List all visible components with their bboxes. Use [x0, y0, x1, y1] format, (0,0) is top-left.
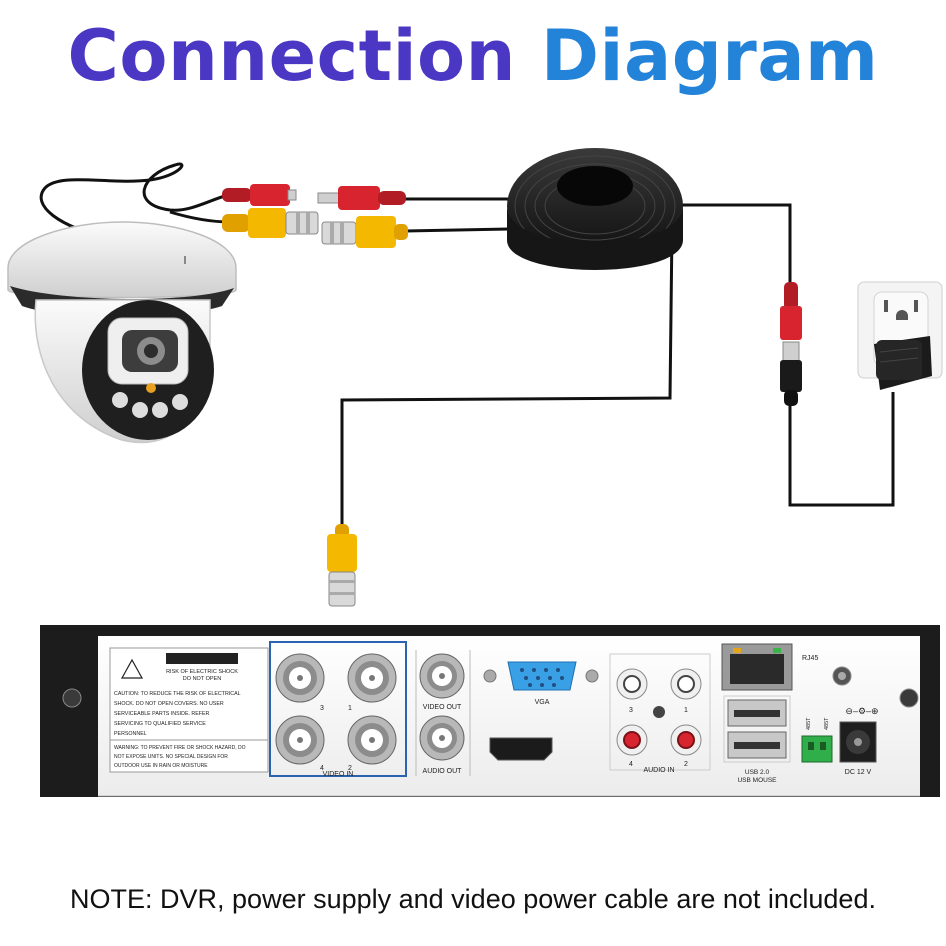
caution-text-3: SERVICEABLE PARTS INSIDE. REFER — [114, 711, 210, 717]
video-out-label: VIDEO OUT — [423, 704, 462, 711]
audio-in-ch3-label: 3 — [629, 707, 633, 714]
caution-label: CAUTION RISK OF ELECTRIC SHOCK DO NOT OP… — [109, 647, 269, 773]
title-word-2: Diagram — [540, 15, 879, 97]
caution-sub2: DO NOT OPEN — [183, 676, 221, 682]
vga-port — [507, 661, 577, 691]
caution-heading: CAUTION — [184, 655, 220, 664]
usb-label: USB 2.0 — [745, 769, 770, 776]
title-word-1: Connection — [67, 15, 516, 97]
power-run-to-adapter — [675, 203, 792, 282]
adapter-return-wire — [788, 392, 895, 507]
cable-reel — [507, 148, 683, 270]
dvr-bnc-plug — [327, 524, 357, 607]
audio-out-label: AUDIO OUT — [423, 768, 463, 775]
caution-text-1: CAUTION: TO REDUCE THE RISK OF ELECTRICA… — [114, 691, 241, 697]
video-run-to-dvr — [340, 227, 674, 532]
audio-out-port — [419, 715, 465, 761]
rs485-terminal — [801, 735, 833, 763]
video-in-ch3-label: 3 — [320, 705, 324, 712]
power-plug-red — [780, 282, 802, 340]
warning-text-2: NOT EXPOSE UNITS. NO SPECIAL DESIGN FOR — [114, 754, 228, 760]
video-in-ch4-label: 4 — [320, 765, 324, 772]
audio-in-ch4-label: 4 — [629, 761, 633, 768]
camera-bnc-plug — [222, 208, 319, 238]
audio-in-ch2-label: 2 — [684, 761, 688, 768]
panel-screw-right — [899, 688, 919, 708]
reel-video-lead — [404, 227, 511, 233]
rj45-port — [721, 643, 793, 691]
cable-wires — [39, 162, 895, 532]
rj45-label: RJ45 — [802, 655, 818, 662]
video-in-port-1 — [347, 653, 397, 703]
video-in-group: 3 1 4 2 VIDEO IN — [269, 641, 407, 778]
caution-sub1: RISK OF ELECTRIC SHOCK — [166, 669, 238, 675]
usb-port-bottom — [727, 731, 787, 759]
usb-port-top — [727, 699, 787, 727]
video-in-label: VIDEO IN — [323, 771, 354, 778]
dc-label: DC 12 V — [845, 769, 872, 776]
cable-bnc-plug — [321, 216, 408, 248]
dome-camera — [7, 221, 237, 444]
power-plug-black — [780, 341, 802, 406]
disclaimer-note: NOTE: DVR, power supply and video power … — [70, 884, 876, 914]
caution-text-2: SHOCK. DO NOT OPEN COVERS. NO USER — [114, 701, 224, 707]
camera-power-plug — [222, 184, 297, 206]
cable-power-jack — [317, 186, 406, 210]
panel-screw-left — [62, 688, 82, 708]
warning-text-1: WARNING: TO PREVENT FIRE OR SHOCK HAZARD… — [114, 745, 246, 751]
dvr-back-panel: CAUTION RISK OF ELECTRIC SHOCK DO NOT OP… — [40, 625, 940, 797]
video-in-port-3 — [275, 653, 325, 703]
camera-pigtail-cable — [39, 162, 226, 240]
hdmi-port — [489, 737, 553, 761]
video-in-port-4 — [275, 715, 325, 765]
usb-mouse-label: USB MOUSE — [737, 777, 777, 784]
rs485-label-a: 485T — [806, 717, 812, 730]
power-adapter — [874, 336, 932, 390]
video-out-port — [419, 653, 465, 699]
dc-power-jack — [839, 721, 877, 763]
rs485-label-b: 485T — [824, 717, 830, 730]
audio-in-port-3 — [616, 668, 648, 700]
dc-polarity-icon: ⊖–⚙–⊕ — [845, 706, 878, 716]
audio-in-port-4 — [616, 724, 648, 756]
audio-in-port-1 — [670, 668, 702, 700]
video-in-port-2 — [347, 715, 397, 765]
audio-in-group: 3 1 4 2 AUDIO IN — [609, 653, 711, 774]
caution-text-5: PERSONNEL — [114, 731, 147, 737]
warning-text-3: OUTDOOR USE IN RAIN OR MOISTURE — [114, 763, 208, 769]
video-in-ch1-label: 1 — [348, 705, 352, 712]
audio-in-ch1-label: 1 — [684, 707, 688, 714]
caution-text-4: SERVICING TO QUALIFIED SERVICE — [114, 721, 206, 727]
audio-in-port-2 — [670, 724, 702, 756]
page-title: Connection Diagram — [0, 14, 946, 98]
audio-in-label: AUDIO IN — [643, 767, 674, 774]
video-in-ch2-label: 2 — [348, 765, 352, 772]
vga-label: VGA — [535, 699, 550, 706]
